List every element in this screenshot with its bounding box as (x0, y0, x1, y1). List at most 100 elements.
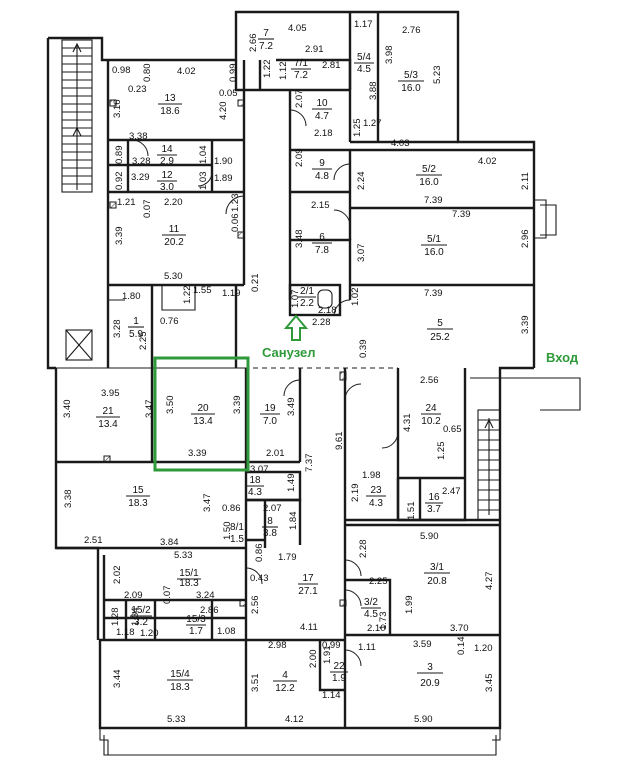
dimension: 0.14 (456, 637, 467, 656)
dimension: 2.15 (311, 200, 330, 211)
dimension: 2.28 (358, 540, 369, 559)
room-number: 4 (282, 670, 288, 681)
dimension: 5.23 (432, 66, 443, 85)
room-area: 4.5 (357, 64, 371, 75)
room-labels: 7 7.2 7/1 7.2 5/4 4.5 5/3 16.0 13 18.6 1… (96, 28, 453, 694)
dimension: 5.90 (414, 714, 433, 725)
dimension: 1.14 (322, 690, 341, 701)
dimension: 0.65 (443, 424, 462, 435)
dimension: 1.17 (354, 19, 373, 30)
doors (131, 109, 399, 667)
room-area: 4.7 (315, 111, 329, 122)
dimension: 1.07 (290, 290, 301, 309)
dimension: 0.07 (162, 586, 173, 605)
dimension: 0.99 (228, 64, 239, 83)
dimension: 1.80 (122, 291, 141, 302)
dimension: 2.86 (200, 605, 219, 616)
dimension: 4.02 (478, 156, 497, 167)
room-area: 13.4 (98, 419, 118, 430)
dimension: 3.39 (520, 316, 531, 335)
room-number: 5 (437, 318, 443, 329)
dimension: 2.18 (318, 305, 337, 316)
room-number: 2/1 (300, 286, 314, 297)
room-number: 3 (427, 662, 433, 673)
dimension: 0.43 (250, 573, 269, 584)
room-number: 7 (263, 28, 269, 39)
dimension: 3.59 (413, 639, 432, 650)
entrance-stair (477, 409, 501, 521)
room-number: 12 (161, 170, 173, 181)
dimension: 4.27 (484, 572, 495, 591)
dimension: 2.25 (138, 332, 149, 351)
dimension: 3.45 (484, 674, 495, 693)
room-number: 19 (264, 403, 276, 414)
dimension: 2.56 (420, 375, 439, 386)
room-area: 27.1 (298, 586, 318, 597)
dimension: 3.70 (450, 623, 469, 634)
dimension: 7.39 (424, 288, 443, 299)
room-area: 5.9 (129, 329, 143, 340)
room-number: 23 (370, 485, 382, 496)
left-stair (61, 39, 93, 361)
dimension: 7.37 (304, 454, 315, 473)
dimension: 2.24 (356, 172, 367, 191)
dimension: 2.66 (248, 34, 259, 53)
dimension: 1.91 (322, 646, 333, 665)
dimension: 1.98 (362, 470, 381, 481)
room-number: 13 (164, 93, 176, 104)
dimension: 1.89 (214, 173, 233, 184)
dimension: 3.95 (101, 388, 120, 399)
dimension: 5.33 (167, 714, 186, 725)
dimension: 2.07 (263, 503, 282, 514)
room-area: 7.8 (315, 245, 329, 256)
dimension: 0.07 (142, 200, 153, 219)
dimension: 0.80 (142, 64, 153, 83)
room-number: 15/4 (170, 669, 190, 680)
dimension: 5.30 (164, 271, 183, 282)
dimension: 4.05 (288, 23, 307, 34)
room-area: 18.3 (179, 578, 199, 589)
room-number: 16 (428, 492, 440, 503)
dimension: 0.21 (250, 274, 261, 293)
label-sanuzel: Санузел (262, 345, 315, 360)
dimension: 0.05 (219, 88, 238, 99)
dimension: 3.39 (114, 227, 125, 246)
dimension: 2.28 (312, 317, 331, 328)
room-area: 3.8 (263, 528, 277, 539)
room-number: 11 (169, 224, 180, 235)
room-area: 7.2 (259, 41, 273, 52)
dimension-labels: 4.05 1.17 2.76 2.66 2.91 1.22 1.12 2.81 … (62, 19, 531, 725)
dimension: 4.02 (177, 66, 196, 77)
dimension: 2.11 (520, 172, 531, 190)
room-number: 5/3 (404, 70, 418, 81)
outer-walls (46, 10, 581, 756)
dimension: 0.39 (358, 340, 369, 359)
room-area: 4.5 (364, 609, 378, 620)
dimension: 3.50 (165, 396, 176, 415)
arrow-up-icon (283, 314, 309, 341)
dimension: 2.19 (350, 484, 361, 503)
dimension: 1.50 (222, 522, 233, 541)
room-area: 20.2 (164, 237, 184, 248)
dimension: 3.38 (129, 131, 148, 142)
room-area: 18.3 (128, 498, 148, 509)
dimension: 3.47 (202, 494, 213, 513)
dimension: 7.39 (424, 195, 443, 206)
dimension: 3.16 (112, 100, 123, 119)
room-area: 7.0 (263, 416, 277, 427)
room-number: 18 (249, 475, 261, 486)
room-number: 5/1 (427, 234, 441, 245)
dimension: 1.04 (198, 146, 209, 165)
dimension: 2.98 (268, 640, 287, 651)
room-area: 20.8 (427, 576, 447, 587)
dimension: 3.07 (356, 244, 367, 263)
room-number: 21 (102, 406, 114, 417)
room-number: 3/1 (430, 562, 444, 573)
dimension: 1.28 (110, 608, 121, 627)
room-number: 8 (267, 516, 273, 527)
dimension: 2.96 (520, 230, 531, 249)
dimension: 4.12 (285, 714, 304, 725)
room-area: 4.3 (248, 487, 262, 498)
room-area: 4.8 (315, 171, 329, 182)
dimension: 1.19 (222, 288, 241, 299)
